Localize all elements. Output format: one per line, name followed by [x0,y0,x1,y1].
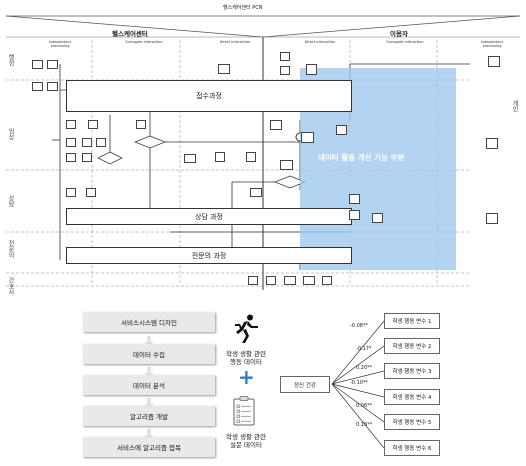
flow-step-data-collection: 데이터 수집 [83,344,215,364]
column-label: Independent processing [48,40,72,48]
column-label: Direct interaction [304,40,336,44]
step-box [32,60,43,69]
step-box [280,52,290,61]
behavior-variable-box: 학생 행동 변수 6 [384,440,440,456]
behavior-variable-box: 학생 행동 변수 1 [384,313,440,329]
step-box [486,138,498,149]
correlation-coefficient: -0.10** [350,380,368,386]
row-label-clinical: 임상 [7,128,14,140]
step-box [66,153,76,162]
step-box [280,160,293,170]
step-box [66,120,76,129]
flow-step-apply-algorithm: 서비스에 알고리즘 접목 [83,437,215,457]
highlight-label: 데이터 활용 개선 가능 부분 [318,153,405,162]
step-box [486,213,498,224]
diagram-title: 헬스케어센터 PCN [223,5,263,11]
step-box [336,125,347,135]
row-label-personal: 개인 [511,100,518,112]
step-box [47,60,58,69]
step-box [96,138,106,147]
row-label-nurse: 간호사 [7,277,14,295]
step-box [215,152,225,162]
runner-icon [235,314,258,343]
step-box [306,64,317,75]
survey-data-label: 학생 생활 관련 설문 데이터 [225,433,266,449]
behavior-variable-box: 학생 행동 변수 2 [384,338,440,354]
mental-health-box: 정신 건강 [280,376,330,393]
correlation-coefficient: 0.16** [356,422,373,428]
behavior-variable-box: 학생 행동 변수 4 [384,389,440,405]
step-box [218,64,230,74]
step-box [136,120,146,129]
step-box [82,138,92,147]
step-box [184,154,196,163]
flow-step-service-design: 서비스시스템 디자인 [83,312,215,332]
step-box [246,152,256,162]
correlation-coefficient: 0.20** [356,365,373,371]
column-label: Direct interaction [219,40,251,44]
header-healthcare-center: 헬스케어센터 [112,30,148,38]
intake-process: 접수과정 [66,80,352,112]
step-box [248,276,258,285]
column-label: Surrogate interaction [386,40,424,44]
step-box [270,120,282,130]
header-user: 이용자 [390,30,408,38]
behavior-variable-box: 학생 행동 변수 5 [384,414,440,430]
step-box [349,210,360,220]
step-box [266,276,276,285]
step-box [303,276,315,285]
column-label: Independent processing [480,40,504,48]
step-box [32,82,43,91]
survey-clipboard-icon [233,396,255,426]
step-box [86,188,96,197]
flow-step-algorithm-dev: 알고리즘 개발 [83,406,215,426]
step-box [280,66,290,75]
row-label-counsel: 상담 [7,195,14,207]
counsel-process: 상담 과정 [66,208,352,225]
specialist-process: 전문의 과정 [66,247,352,264]
step-box [82,153,92,162]
step-box [66,188,76,197]
plus-icon: + [238,365,255,389]
flow-step-data-analysis: 데이터 분석 [83,375,215,395]
correlation-coefficient: -0.17* [356,346,372,352]
step-box [301,132,314,143]
step-box [322,276,332,285]
column-label: Surrogate interaction [125,40,163,44]
step-box [372,213,383,223]
step-box [488,56,500,67]
correlation-coefficient: -0.08** [350,323,368,329]
step-box [284,276,296,285]
row-label-admin: 행정 [7,54,14,66]
step-box [47,82,58,91]
behavior-variable-box: 학생 행동 변수 3 [384,363,440,379]
row-label-specialist: 전문의 [7,240,14,258]
step-box [349,194,360,204]
step-box [88,120,98,129]
correlation-coefficient: 0.06** [356,403,373,409]
step-box [250,188,262,197]
behavior-data-label: 학생 생활 관련 행동 데이터 [225,350,266,366]
step-box [66,138,76,147]
